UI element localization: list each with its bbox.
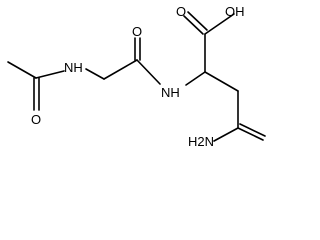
bond-nh-alpha <box>185 71 206 86</box>
bond-methyl-carbonyl <box>7 61 37 79</box>
bond-amide-co-2 <box>239 123 266 137</box>
bond-carboxyl-oh <box>204 13 235 35</box>
bond-lines <box>7 11 266 142</box>
atom-label-nh-right: NH <box>161 85 180 100</box>
atom-labels: OH O O O NH NH H2N <box>31 4 245 149</box>
atom-label-oh: OH <box>225 4 245 19</box>
bond-ch2-carbonyl <box>103 59 138 80</box>
bond-carboxyl-co-1 <box>183 15 204 35</box>
atom-label-nh-left: NH <box>64 60 83 75</box>
atom-label-carboxyl-o: O <box>176 4 186 19</box>
bond-carboxyl-co-2 <box>187 11 208 31</box>
bond-acetyl-nh <box>35 70 65 79</box>
bond-alpha-ch2 <box>204 71 239 92</box>
atom-label-gly-o: O <box>132 24 142 39</box>
atom-label-acetyl-o: O <box>31 112 41 127</box>
atom-label-h2n: H2N <box>188 134 214 149</box>
bond-amide-co-1 <box>237 127 264 141</box>
bond-nh-ch2 <box>85 68 105 80</box>
bond-carbonyl-nh <box>136 59 161 85</box>
chemical-structure-diagram: OH O O O NH NH H2N <box>7 4 266 149</box>
bond-amide-nh2 <box>213 127 239 142</box>
